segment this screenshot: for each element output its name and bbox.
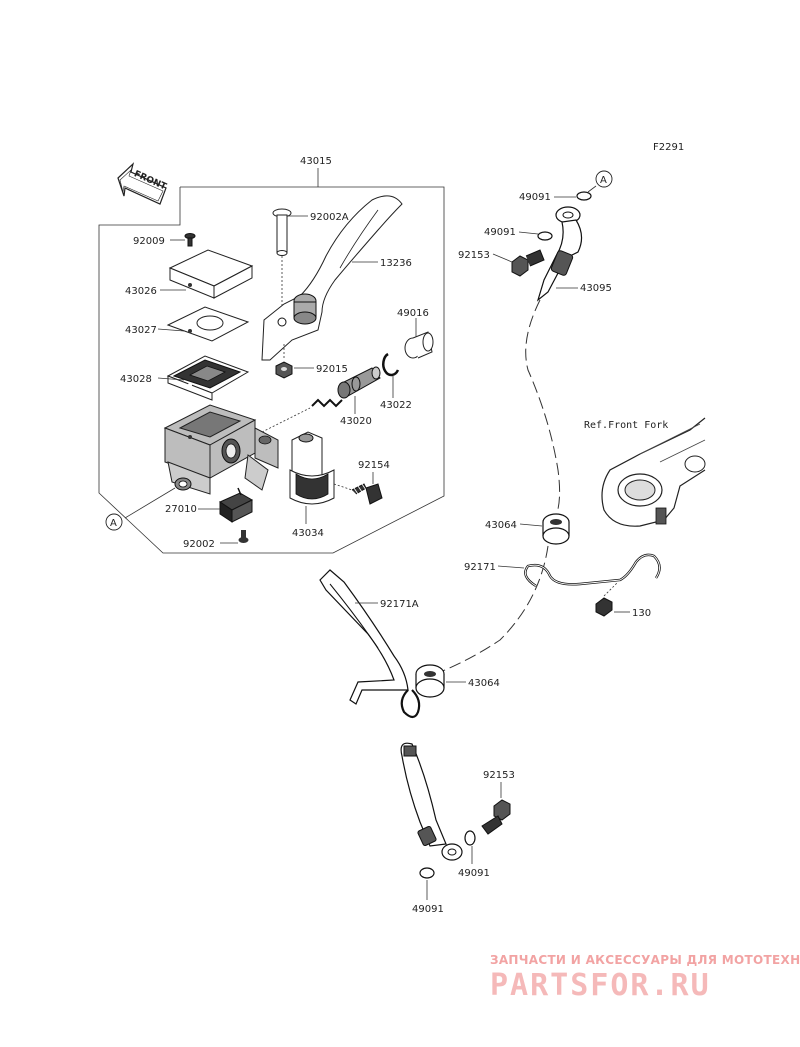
label-92002: 92002 [183,539,215,550]
brake-lever-13236 [261,195,403,361]
brake-hose-43095-top [536,206,583,302]
lower-hose-clamp [400,689,421,719]
ref-marker-a-right [595,170,613,188]
label-92171A: 92171A [380,599,419,610]
watermark-brand: PARTSFOR.RU [490,968,711,1003]
piston-kit-43020 [311,366,381,408]
ref-marker-a-left [105,513,123,531]
nut-92015 [275,361,293,379]
watermark-subtitle: ЗАПЧАСТИ И АКСЕССУАРЫ ДЛЯ МОТОТЕХНИКИ [490,953,800,967]
label-49016: 49016 [397,308,429,319]
switch-27010 [218,487,254,523]
hose-route-line [525,299,561,517]
label-43026: 43026 [125,286,157,297]
bolt-92154 [351,483,383,505]
washer-49091-top [576,191,592,201]
label-92153-lower: 92153 [483,770,515,781]
label-13236: 13236 [380,258,412,269]
front-arrow-icon: FRONT [117,162,169,205]
label-49091-lower-left: 49091 [412,904,444,915]
label-43020: 43020 [340,416,372,427]
label-49091-lower-right: 49091 [458,868,490,879]
dust-boot-49016 [404,331,434,359]
snap-ring-43022 [382,352,400,377]
figure-id: F2291 [653,142,684,153]
screw-92002 [238,530,249,543]
label-49091-top: 49091 [519,192,551,203]
ref-marker-a-left-label: A [110,518,117,529]
screw-92009 [184,233,196,247]
label-43022: 43022 [380,400,412,411]
label-43034: 43034 [292,528,324,539]
label-27010: 27010 [165,504,197,515]
banjo-bolt-92153-lower [481,799,511,835]
label-130: 130 [632,608,651,619]
label-92154: 92154 [358,460,390,471]
washer-49091-lower-left [419,867,435,879]
label-92015: 92015 [316,364,348,375]
label-43064-upper: 43064 [485,520,517,531]
plate-43027 [166,306,250,342]
label-49091-mid: 49091 [484,227,516,238]
grommet-43064-lower [415,664,445,698]
label-43064-lower: 43064 [468,678,500,689]
clamp-43034 [289,431,335,505]
front-fork-bracket [601,417,706,527]
clamp-92171 [524,553,661,588]
label-43015: 43015 [300,156,332,167]
grommet-43064-upper [542,513,570,545]
bolt-130 [595,597,613,617]
diaphragm-43028 [166,355,250,401]
banjo-bolt-92153-top [511,249,545,277]
brake-hose-43095-lower [400,742,463,861]
label-92009: 92009 [133,236,165,247]
pivot-bolt-92002A [272,208,292,256]
master-cylinder-body [163,404,279,495]
label-43095: 43095 [580,283,612,294]
reservoir-cap-43026 [168,249,254,299]
label-43027: 43027 [125,325,157,336]
ref-front-fork-label: Ref.Front Fork [584,420,668,431]
label-92002A: 92002A [310,212,349,223]
label-43028: 43028 [120,374,152,385]
washer-49091-lower-right [464,830,476,846]
washer-49091-mid [537,231,553,241]
ref-marker-a-right-label: A [600,175,607,186]
assembly-frame [98,186,445,554]
label-92153-top: 92153 [458,250,490,261]
label-92171: 92171 [464,562,496,573]
bracket-92171A [319,569,409,705]
